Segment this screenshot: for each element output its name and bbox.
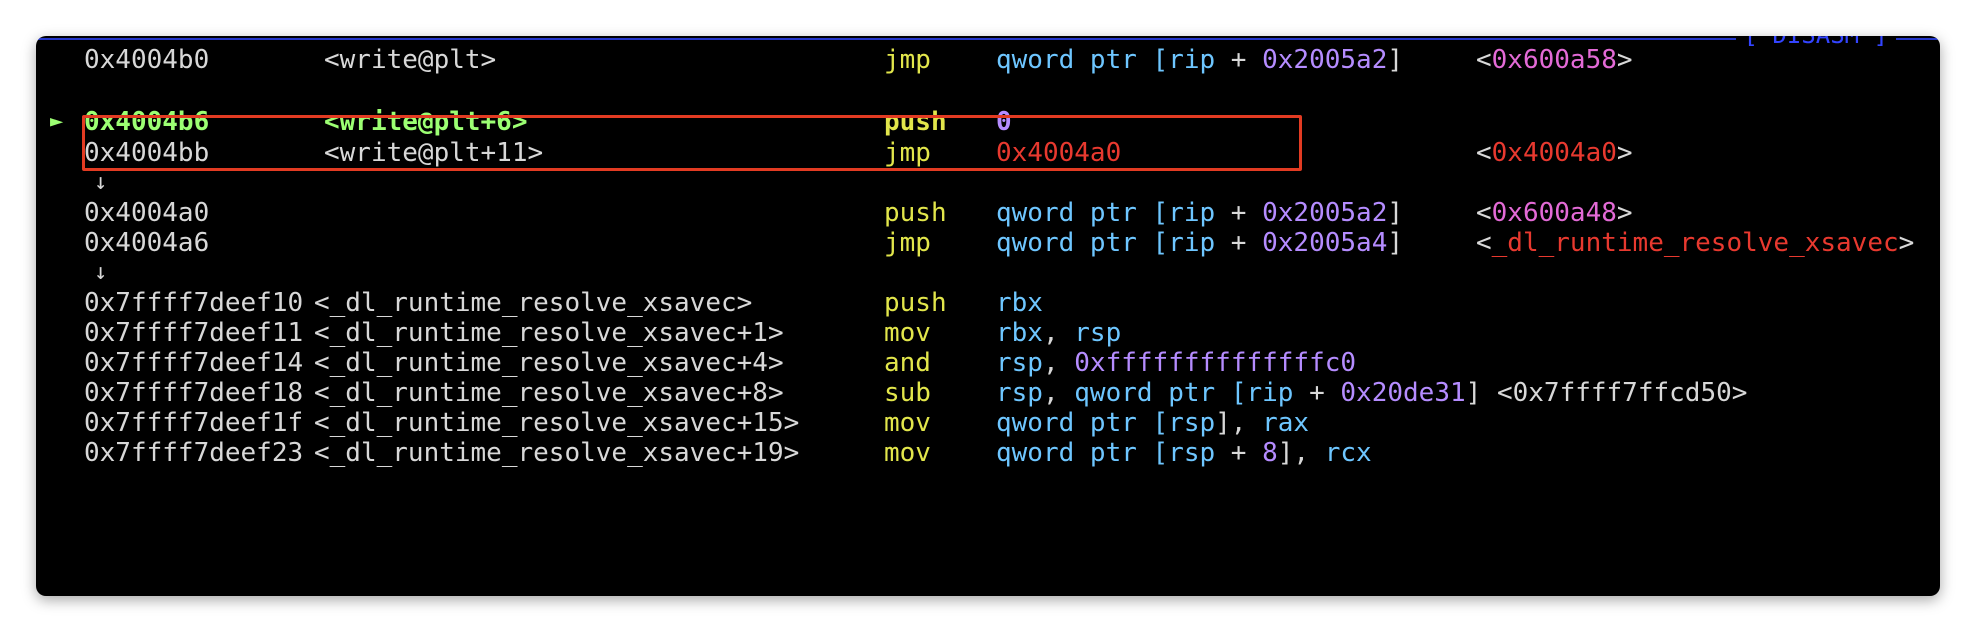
down-arrow-icon: ↓ [94, 170, 108, 195]
instruction-operands: qword ptr [rip + 0x2005a2] [996, 198, 1404, 228]
instruction-address: 0x7ffff7deef14 [84, 348, 304, 378]
instruction-address: 0x4004a6 [84, 228, 210, 258]
disasm-row: 0x4004bb <write@plt+11> jmp 0x4004a0 <0x… [36, 134, 1940, 172]
instruction-address: 0x7ffff7deef18 [84, 378, 304, 408]
instruction-symbol: <write@plt+6> [324, 107, 528, 137]
instruction-mnemonic: mov [884, 408, 931, 438]
instruction-operands: qword ptr [rip + 0x2005a2] [996, 45, 1404, 75]
disasm-row-current: ► 0x4004b6 <write@plt+6> push 0 [36, 103, 1940, 141]
instruction-symbol: <write@plt+11> [324, 138, 544, 168]
instruction-operands: qword ptr [rsp + 8], rcx [996, 438, 1372, 468]
instruction-address: 0x4004b0 [84, 45, 210, 75]
current-instruction-pointer-icon: ► [50, 109, 64, 134]
instruction-address: 0x7ffff7deef1f [84, 408, 304, 438]
instruction-address: 0x7ffff7deef23 [84, 438, 304, 468]
instruction-comment: <0x4004a0> [1476, 138, 1633, 168]
instruction-operands: qword ptr [rip + 0x2005a4] [996, 228, 1404, 258]
instruction-symbol: <_dl_runtime_resolve_xsavec+4> [314, 348, 784, 378]
instruction-operands: 0 [996, 107, 1012, 137]
disasm-row: 0x7ffff7deef14 <_dl_runtime_resolve_xsav… [36, 344, 1940, 382]
instruction-address: 0x4004b6 [84, 107, 210, 137]
down-arrow-icon: ↓ [94, 260, 108, 285]
instruction-symbol: <_dl_runtime_resolve_xsavec+1> [314, 318, 784, 348]
disasm-row: 0x7ffff7deef18 <_dl_runtime_resolve_xsav… [36, 374, 1940, 412]
disasm-row: 0x4004a0 push qword ptr [rip + 0x2005a2]… [36, 194, 1940, 232]
instruction-address: 0x7ffff7deef11 [84, 318, 304, 348]
instruction-symbol: <_dl_runtime_resolve_xsavec+8> [314, 378, 784, 408]
instruction-comment: <0x600a48> [1476, 198, 1633, 228]
instruction-operands: rbx, rsp [996, 318, 1122, 348]
disasm-row: 0x7ffff7deef10 <_dl_runtime_resolve_xsav… [36, 284, 1940, 322]
panel-divider [36, 38, 1940, 40]
instruction-symbol: <_dl_runtime_resolve_xsavec> [314, 288, 753, 318]
instruction-address: 0x4004bb [84, 138, 210, 168]
instruction-operands: qword ptr [rsp], rax [996, 408, 1310, 438]
instruction-comment: <0x600a58> [1476, 45, 1633, 75]
instruction-symbol: <_dl_runtime_resolve_xsavec+19> [314, 438, 800, 468]
instruction-operands: rsp, qword ptr [rip + 0x20de31] <0x7ffff… [996, 378, 1748, 408]
instruction-mnemonic: jmp [884, 45, 931, 75]
instruction-address: 0x7ffff7deef10 [84, 288, 304, 318]
instruction-operands: 0x4004a0 [996, 138, 1122, 168]
disasm-terminal: [ DISASM ] 0x4004b0 <write@plt> jmp qwor… [36, 36, 1940, 596]
instruction-operands: rsp, 0xffffffffffffffc0 [996, 348, 1357, 378]
instruction-symbol: <write@plt> [324, 45, 497, 75]
disasm-row: 0x7ffff7deef1f <_dl_runtime_resolve_xsav… [36, 404, 1940, 442]
instruction-mnemonic: sub [884, 378, 931, 408]
instruction-address: 0x4004a0 [84, 198, 210, 228]
jump-flow-row: ↓ [36, 254, 1940, 292]
instruction-mnemonic: push [884, 288, 947, 318]
instruction-mnemonic: jmp [884, 138, 931, 168]
instruction-mnemonic: mov [884, 438, 931, 468]
disasm-row: 0x4004a6 jmp qword ptr [rip + 0x2005a4] … [36, 224, 1940, 262]
instruction-mnemonic: jmp [884, 228, 931, 258]
instruction-mnemonic: and [884, 348, 931, 378]
instruction-mnemonic: mov [884, 318, 931, 348]
instruction-operands: rbx [996, 288, 1043, 318]
jump-flow-row: ↓ [36, 164, 1940, 202]
disasm-row: 0x4004b0 <write@plt> jmp qword ptr [rip … [36, 41, 1940, 79]
instruction-mnemonic: push [884, 198, 947, 228]
disasm-panel-label: [ DISASM ] [1735, 36, 1896, 48]
instruction-symbol: <_dl_runtime_resolve_xsavec+15> [314, 408, 800, 438]
instruction-comment: <_dl_runtime_resolve_xsavec> [1476, 228, 1915, 258]
disasm-row: 0x7ffff7deef11 <_dl_runtime_resolve_xsav… [36, 314, 1940, 352]
disasm-row: 0x7ffff7deef23 <_dl_runtime_resolve_xsav… [36, 434, 1940, 472]
instruction-mnemonic: push [884, 107, 947, 137]
